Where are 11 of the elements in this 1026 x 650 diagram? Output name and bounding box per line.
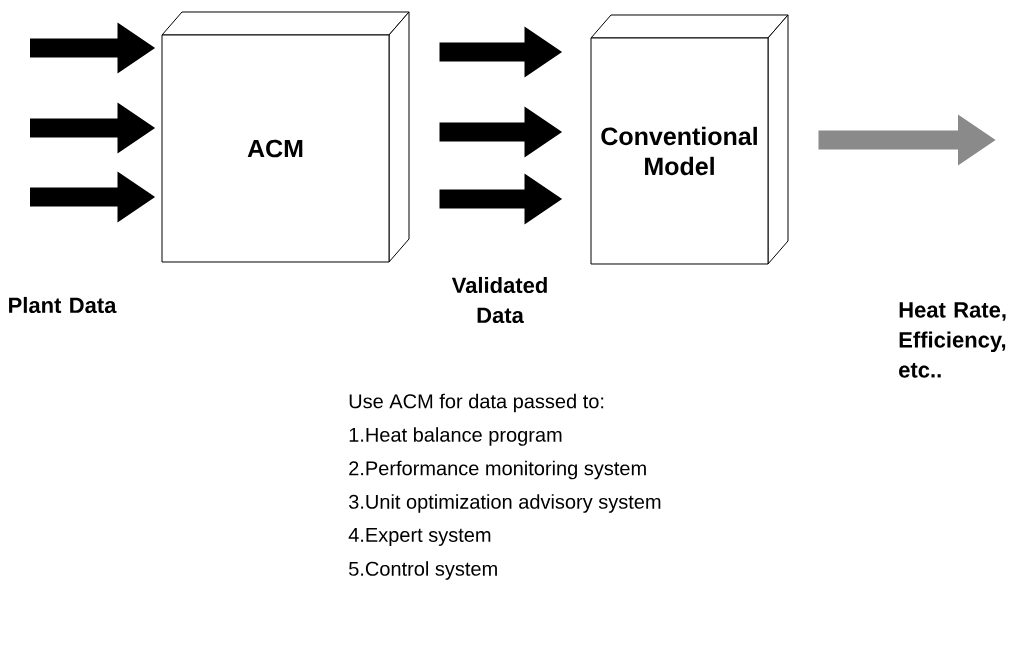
list-item: 4.Expert system xyxy=(348,528,491,546)
caption-label: Plant Data xyxy=(9,296,117,314)
caption-label: Heat Rate, Efficiency, etc.. xyxy=(899,302,1006,378)
list-item: 2.Performance monitoring system xyxy=(349,460,646,480)
caption-label: Validated Data xyxy=(451,276,547,324)
list-item: 1.Heat balance program xyxy=(349,427,562,446)
cube-box: ACM xyxy=(161,11,410,263)
cube-box: Conventional Model xyxy=(590,14,789,265)
list-item: 3.Unit optimization advisory system xyxy=(349,494,661,513)
note-heading: Use ACM for data passed to: xyxy=(349,393,604,413)
list-item: 5.Control system xyxy=(349,561,497,580)
